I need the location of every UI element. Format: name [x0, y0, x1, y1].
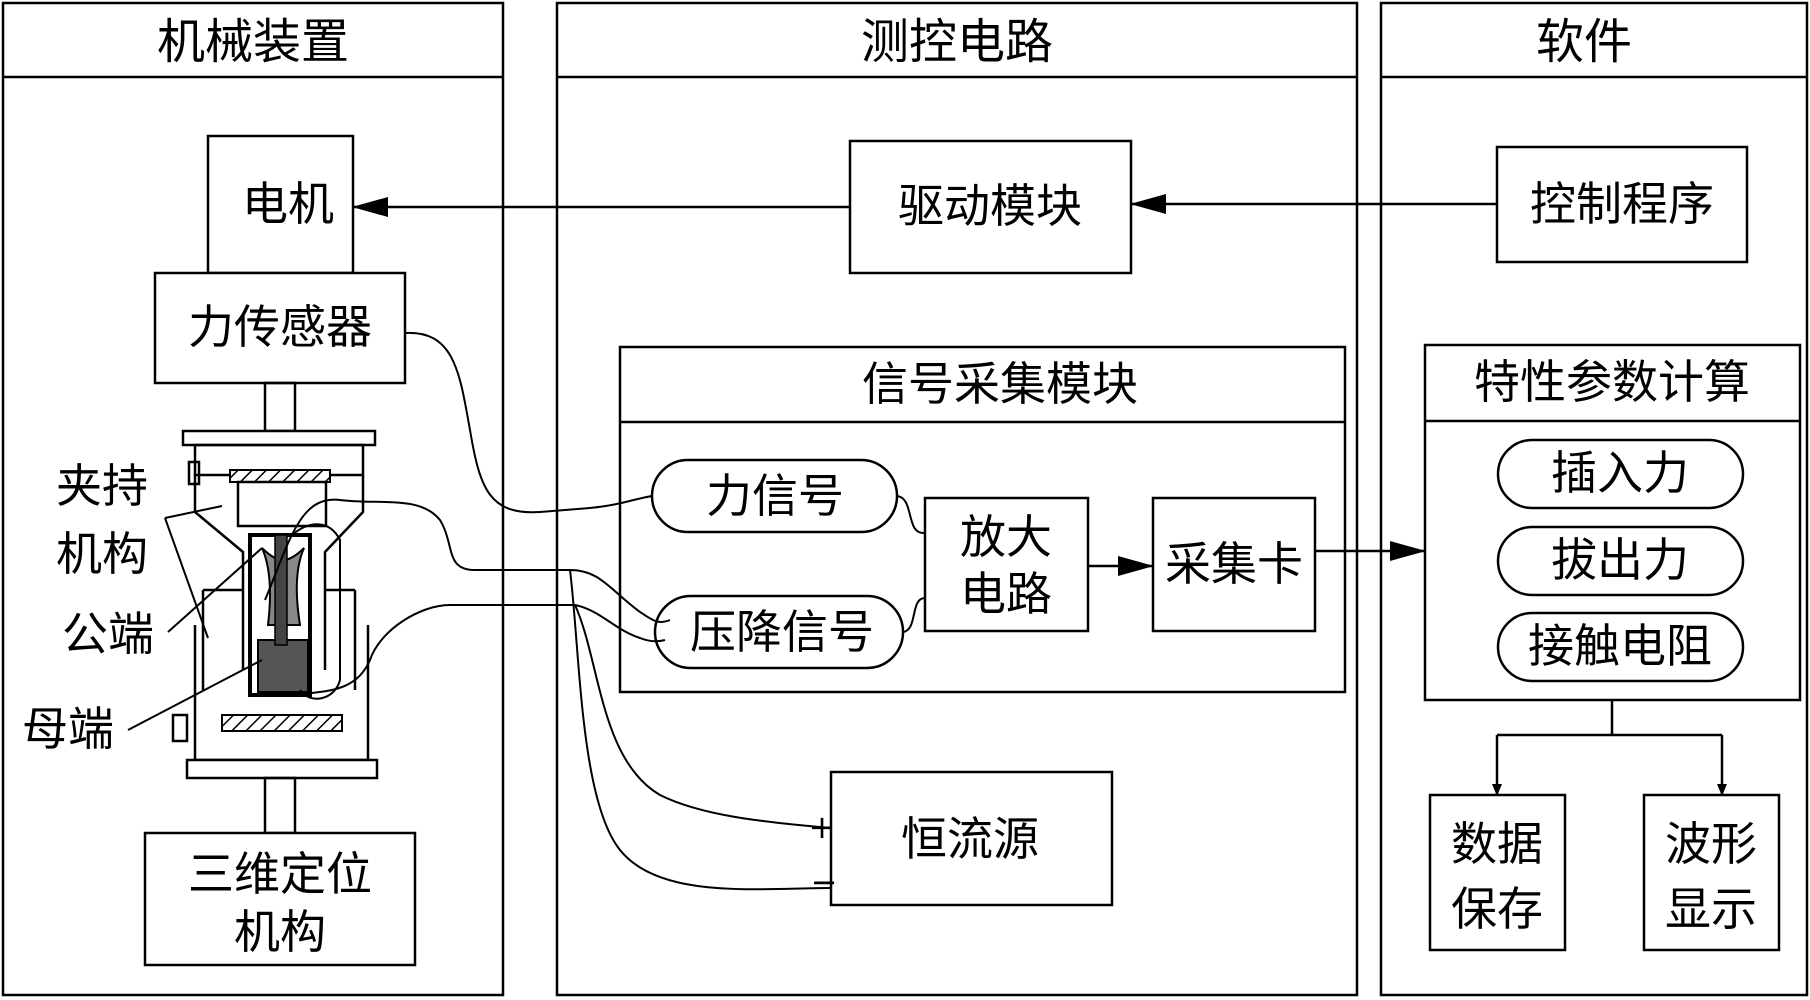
parameter-calc-title: 特性参数计算 [1474, 355, 1750, 409]
panel-circuit: 测控电路 [555, 1, 1359, 997]
wire-fixture-upper [264, 498, 671, 623]
insertion-force-label: 插入力 [1551, 446, 1689, 500]
clamp-label-line2: 机构 [56, 527, 148, 581]
clamp-label-line1: 夹持 [56, 459, 148, 513]
acquisition-module-title: 信号采集模块 [862, 357, 1138, 411]
male-terminal-label: 公端 [62, 607, 154, 661]
amplifier-box: 放大 电路 [923, 496, 1090, 633]
extraction-force-label: 拔出力 [1551, 533, 1689, 587]
female-terminal-label: 母端 [22, 702, 114, 756]
contact-resistance-pill: 接触电阻 [1496, 611, 1745, 683]
wire-fixture-lower [299, 604, 666, 696]
current-source-label: 恒流源 [901, 812, 1039, 866]
motor-box: 电机 [206, 134, 355, 275]
current-source-box: 恒流源 + − [809, 770, 1114, 907]
wire-current-plus [574, 604, 832, 829]
positioner-label-line2: 机构 [234, 905, 326, 959]
voltage-drop-signal-label: 压降信号 [690, 605, 874, 659]
wire-current-minus [569, 569, 832, 891]
extraction-force-pill: 拔出力 [1496, 525, 1745, 597]
daq-card-box: 采集卡 [1151, 496, 1317, 633]
data-save-label-line1: 数据 [1451, 817, 1543, 871]
contact-resistance-label: 接触电阻 [1528, 619, 1712, 673]
waveform-label-line2: 显示 [1665, 882, 1757, 936]
wire-voltage-signal-to-amp [902, 597, 926, 633]
connections [264, 194, 1727, 891]
daq-card-label: 采集卡 [1165, 537, 1303, 591]
wire-fixture-inner [291, 523, 341, 700]
force-signal-label: 力信号 [706, 469, 844, 523]
amplifier-label-line1: 放大 [960, 510, 1052, 564]
positioner-label-line1: 三维定位 [188, 847, 372, 901]
panel-title-circuit: 测控电路 [861, 14, 1053, 70]
amplifier-label-line2: 电路 [960, 567, 1052, 621]
force-signal-pill: 力信号 [650, 458, 899, 534]
wire-sensor-to-force-signal [404, 331, 653, 514]
fixture-drawing [171, 381, 379, 835]
panel-title-mechanical: 机械装置 [157, 14, 349, 70]
wire-force-signal-to-amp [896, 495, 926, 535]
driver-module-label: 驱动模块 [898, 179, 1082, 233]
panel-mechanical: 机械装置 [1, 1, 505, 997]
control-program-label: 控制程序 [1530, 177, 1714, 231]
motor-label: 电机 [242, 177, 334, 231]
driver-module-box: 驱动模块 [848, 139, 1133, 275]
voltage-drop-signal-pill: 压降信号 [653, 594, 905, 670]
force-sensor-box: 力传感器 [153, 271, 407, 385]
control-program-box: 控制程序 [1495, 145, 1749, 264]
leader-lines [127, 505, 263, 731]
data-save-box: 数据 保存 [1428, 793, 1567, 952]
force-sensor-label: 力传感器 [188, 300, 372, 354]
panel-software: 软件 [1379, 1, 1809, 997]
current-source-minus: − [811, 863, 838, 901]
waveform-display-box: 波形 显示 [1642, 793, 1781, 952]
data-save-label-line2: 保存 [1451, 882, 1543, 936]
insertion-force-pill: 插入力 [1496, 438, 1745, 510]
positioner-box: 三维定位 机构 [143, 831, 417, 967]
panel-title-software: 软件 [1536, 14, 1632, 70]
waveform-label-line1: 波形 [1665, 817, 1757, 871]
